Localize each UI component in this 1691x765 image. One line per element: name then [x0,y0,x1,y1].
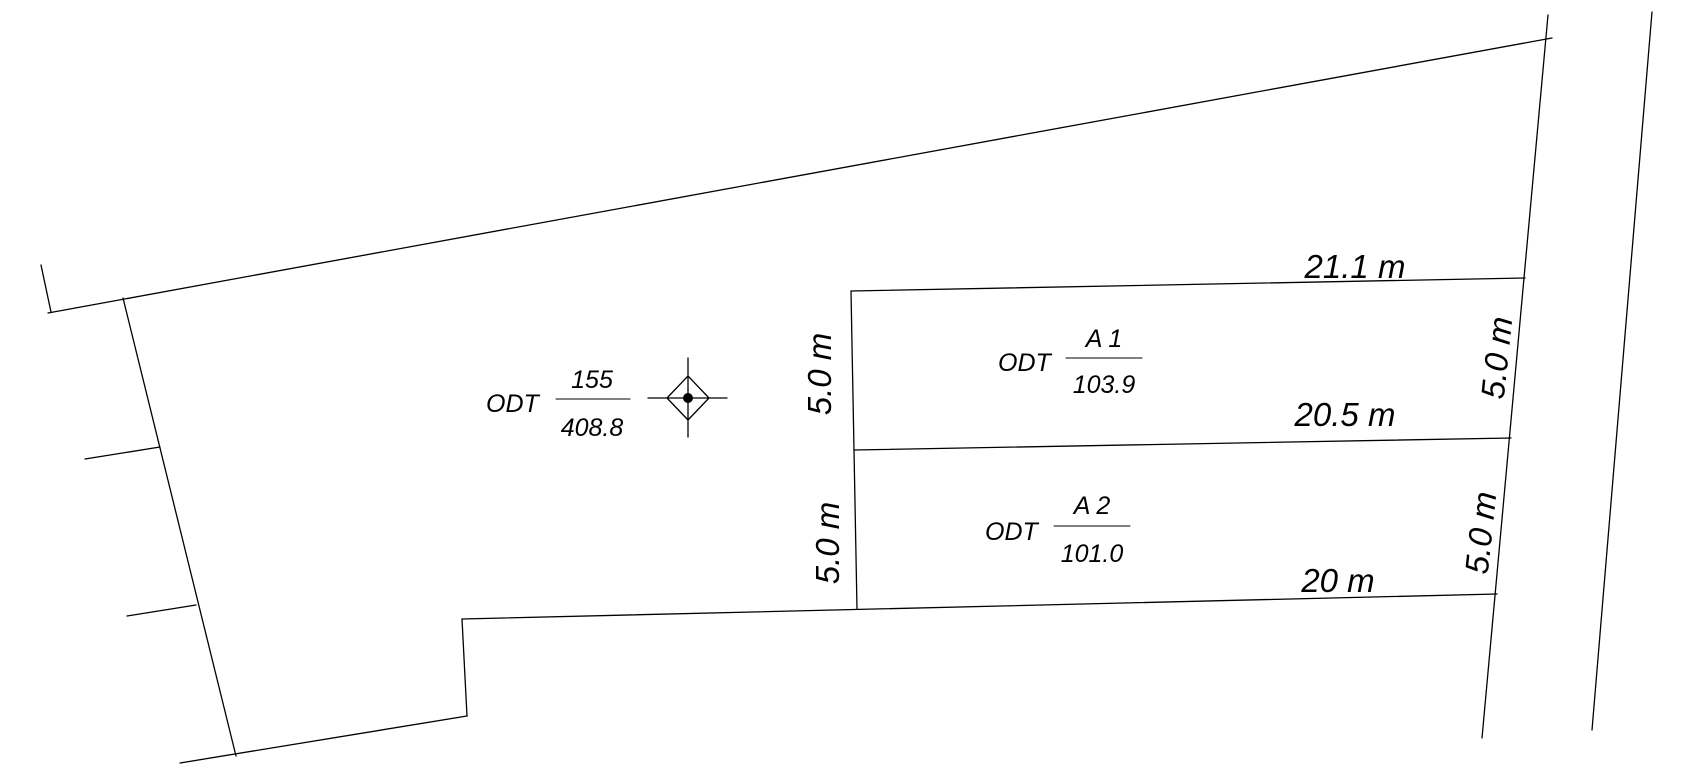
west-neighbor-line-upper [84,446,161,460]
dimension-a2-bottom: 20 m [1300,562,1374,599]
dimension-a1-left: 5.0 m [801,333,838,416]
west-boundary-line [122,297,237,757]
dimension-a1-bottom: 20.5 m [1294,396,1396,433]
dimension-labels: 21.1 m 20.5 m 20 m 5.0 m 5.0 m 5.0 m 5.0… [801,248,1519,599]
parcel-a1-land-use: ODT [998,349,1053,377]
parcel-a1-north-line [850,277,1526,292]
parcel-155-number: 155 [571,366,613,394]
parcel-155-area: 408.8 [561,414,624,442]
west-neighbor-line-lower [126,604,197,617]
dimension-a2-left: 5.0 m [809,502,846,585]
north-boundary-line [47,37,1553,314]
parcel-a1-label: ODT A 1 103.9 [998,325,1143,399]
dimension-a1-top: 21.1 m [1304,248,1406,285]
subdivided-parcels [850,277,1526,610]
dimension-a1-right: 5.0 m [1474,315,1519,401]
east-boundary-line [1481,14,1549,739]
boundary-lines [40,11,1653,764]
parcel-a1-west-line [850,290,855,451]
parcel-a1-area: 103.9 [1073,371,1136,399]
parcel-a1-a2-divider-line [853,437,1512,451]
parcel-155-label: ODT 155 408.8 [486,366,631,442]
road-edge-line [1591,11,1653,731]
parcel-155-south-line [461,593,1498,620]
survey-point-marker-icon [647,357,728,438]
parcel-155-land-use: ODT [486,390,541,418]
parcel-a2-west-line [853,449,858,610]
parcel-a1-number: A 1 [1084,325,1123,353]
west-edge-tick [40,264,52,313]
dimension-a2-right: 5.0 m [1458,490,1503,576]
parcel-a2-label: ODT A 2 101.0 [985,492,1131,568]
south-notch-line [461,618,468,717]
parcel-a2-number: A 2 [1072,492,1111,520]
south-boundary-line [179,715,468,764]
parcel-a2-land-use: ODT [985,518,1040,546]
parcel-a2-area: 101.0 [1061,540,1124,568]
